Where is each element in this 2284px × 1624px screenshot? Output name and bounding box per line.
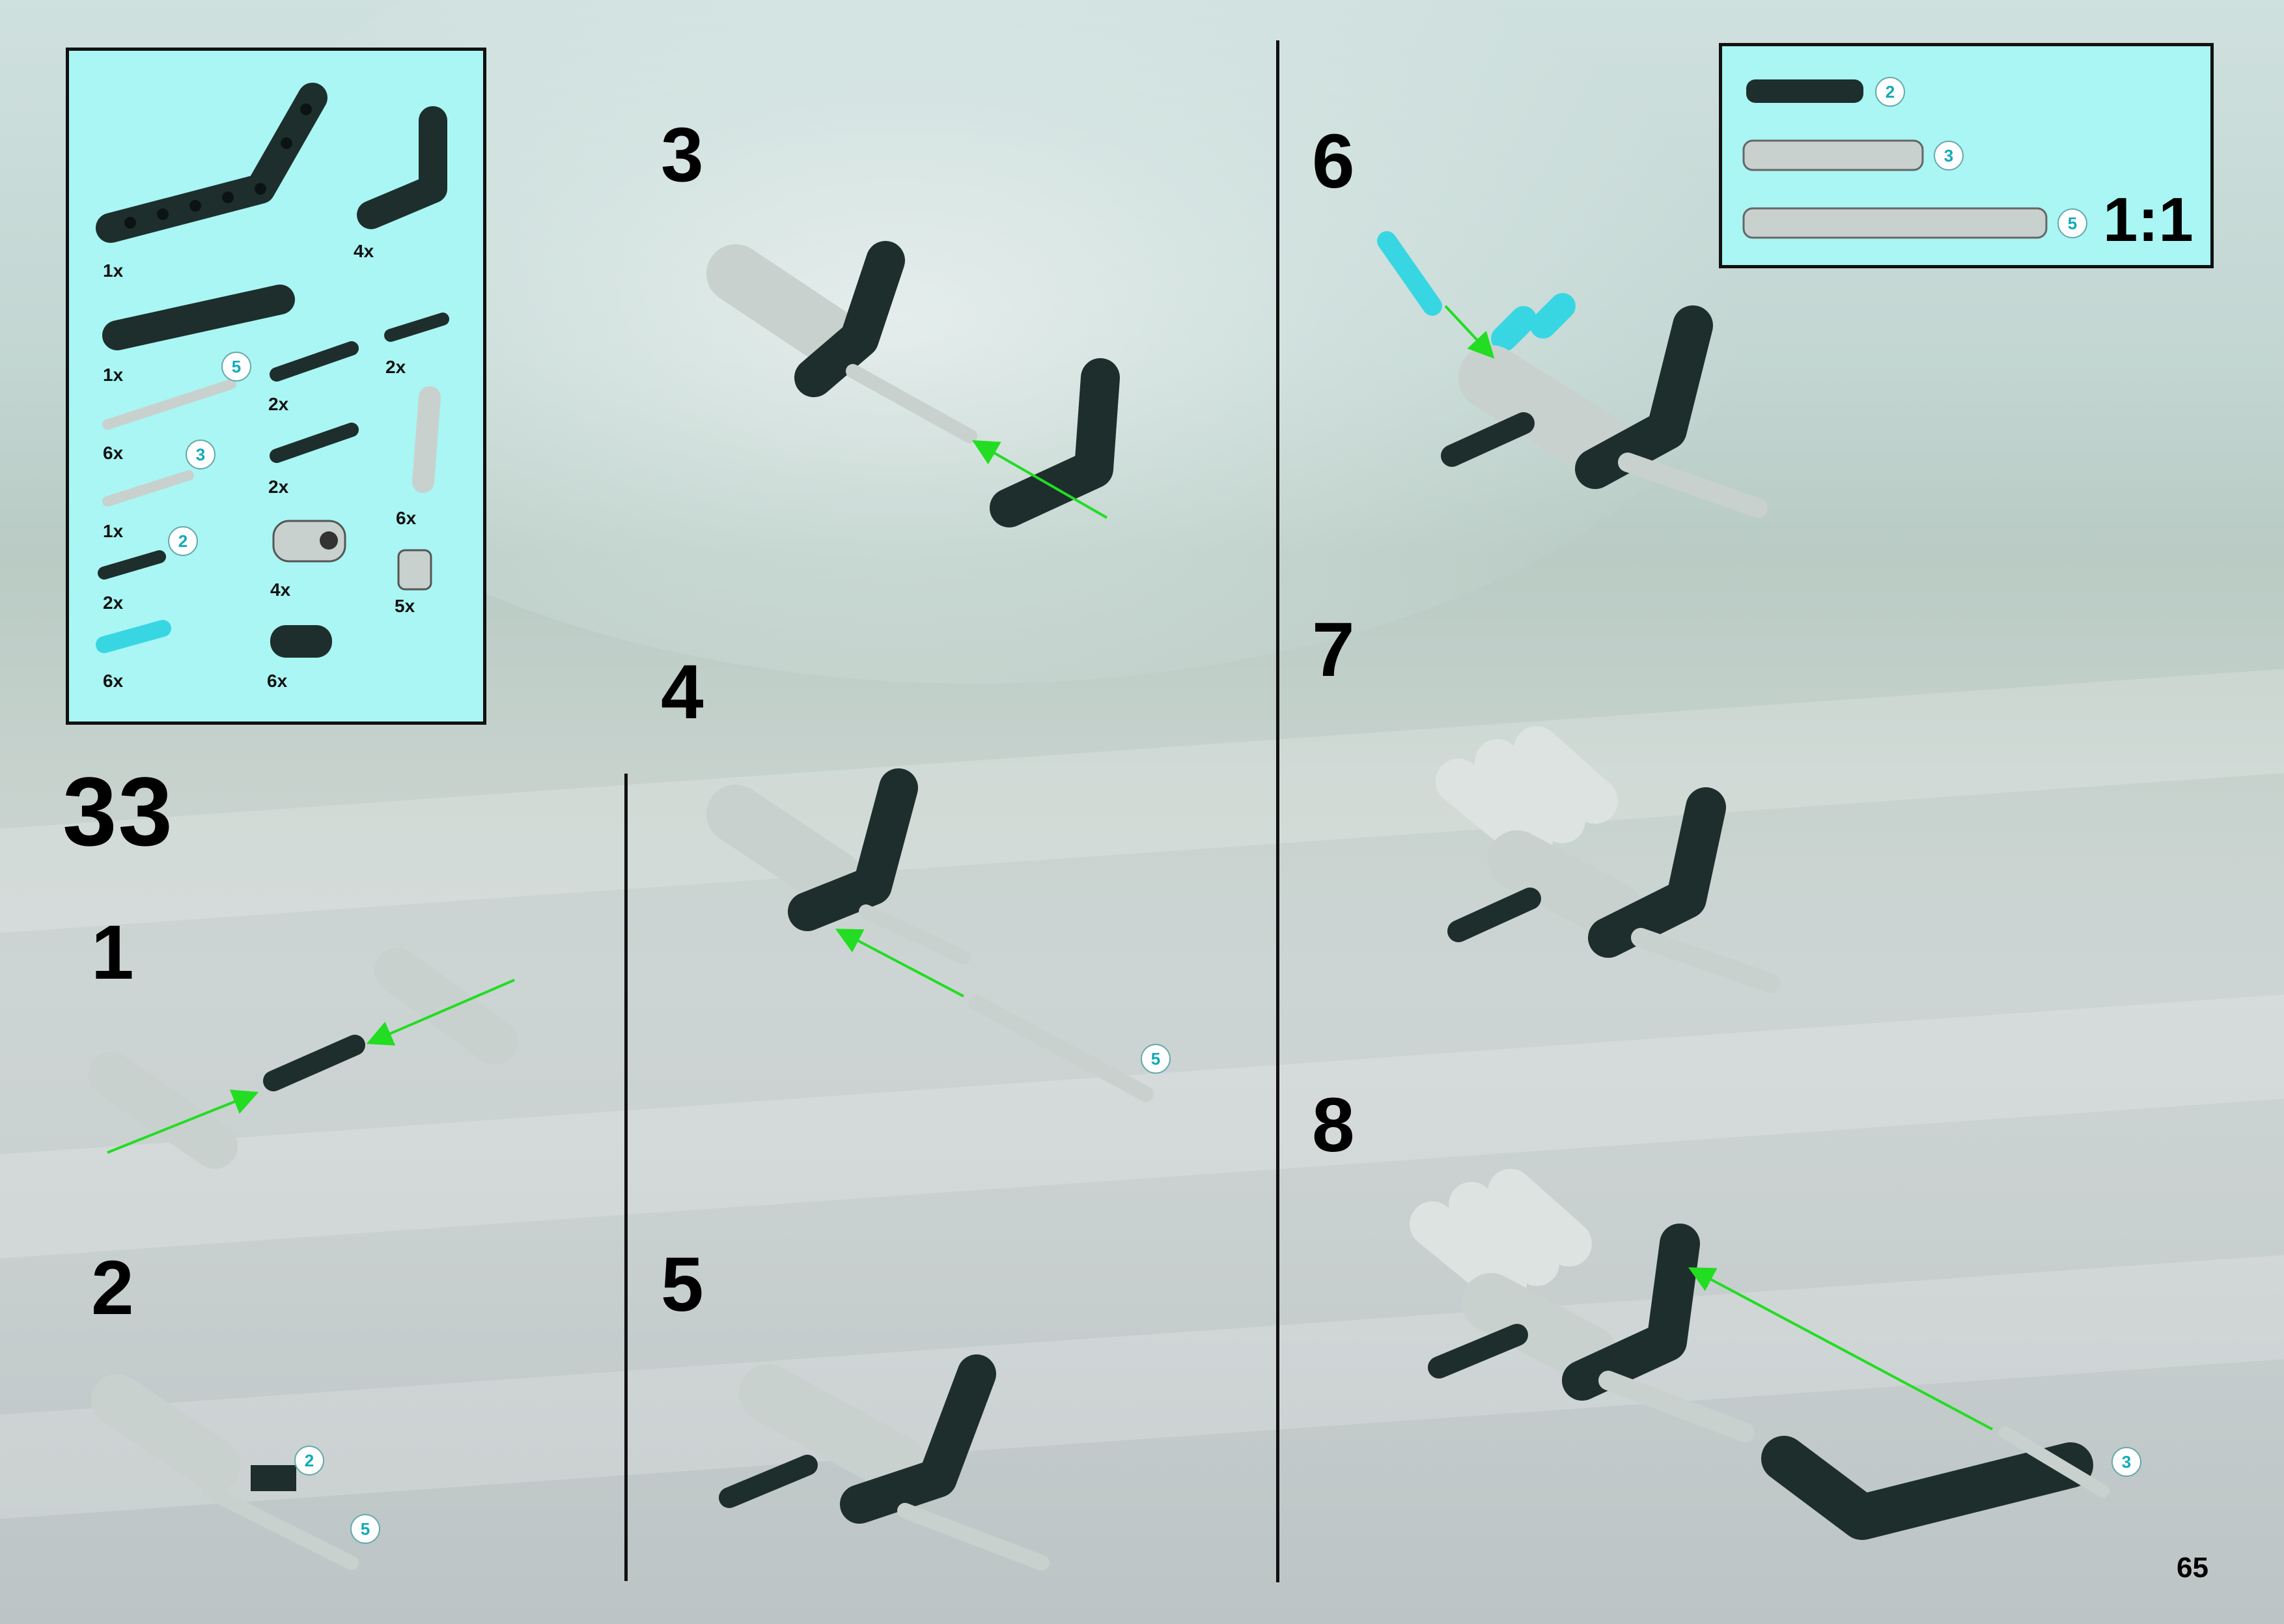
angle-connector-icon xyxy=(423,397,430,482)
step-3-illustration xyxy=(736,260,1107,518)
scale-badge-5: 5 xyxy=(2057,208,2087,238)
bush-icon xyxy=(398,550,431,589)
axle-length-badge: 2 xyxy=(168,526,198,556)
scale-badge-2: 2 xyxy=(1875,77,1905,107)
step-1-illustration xyxy=(107,970,514,1153)
short-pin-icon xyxy=(391,319,443,335)
scale-bar-5 xyxy=(1744,208,2046,238)
long-pin-icon xyxy=(277,348,352,374)
cross-block-icon xyxy=(273,521,345,561)
scale-bar-3 xyxy=(1744,141,1923,170)
axle-length-badge: 2 xyxy=(294,1446,324,1476)
cyan-pin-icon xyxy=(104,628,163,645)
pin-with-bush-icon xyxy=(277,430,352,456)
spring-icon xyxy=(270,625,332,658)
step-8-illustration xyxy=(1432,1192,2103,1517)
scale-bar-2 xyxy=(1746,79,1863,103)
axle-3-icon xyxy=(107,475,189,501)
page-number: 65 xyxy=(2177,1552,2208,1584)
step-4-illustration xyxy=(736,788,1146,1094)
step-5-illustration xyxy=(729,1374,1042,1563)
straight-beam-icon xyxy=(117,300,280,335)
axle-2-icon xyxy=(104,557,160,573)
axle-length-badge: 3 xyxy=(186,440,216,469)
axle-length-badge: 5 xyxy=(1141,1044,1171,1074)
step-7-illustration xyxy=(1458,749,1771,983)
l-beam-icon xyxy=(371,120,433,215)
axle-length-badge: 5 xyxy=(221,352,251,382)
axle-5-icon xyxy=(107,384,231,425)
step-2-illustration xyxy=(117,1400,352,1563)
step-6-illustration xyxy=(1387,241,1758,508)
scale-badge-3: 3 xyxy=(1934,141,1964,171)
bent-beam-icon xyxy=(111,98,313,229)
axle-length-badge: 3 xyxy=(2111,1447,2141,1477)
axle-length-badge: 5 xyxy=(350,1514,380,1544)
